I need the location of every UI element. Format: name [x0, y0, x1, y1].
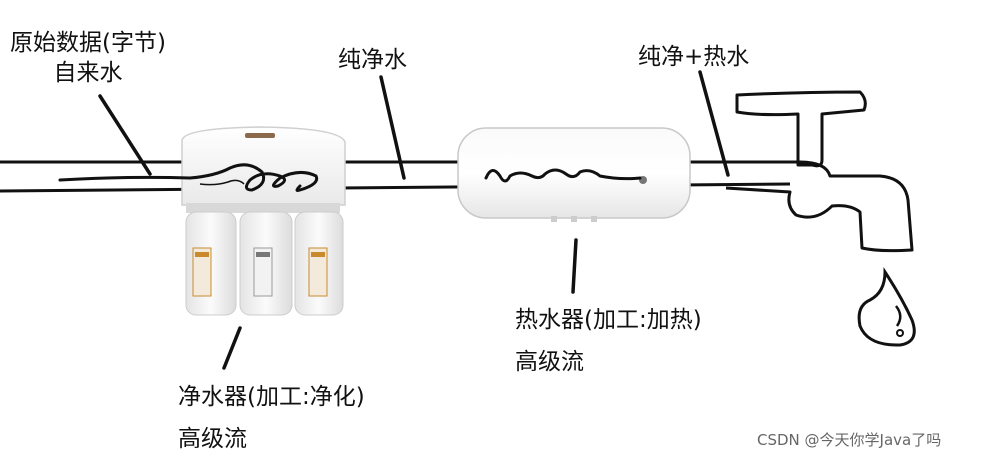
heater-tank — [458, 128, 690, 218]
watermark: CSDN @今天你学Java了吗 — [757, 430, 941, 450]
faucet-spout — [726, 162, 912, 251]
water-drop — [859, 272, 914, 345]
purifier-hood — [182, 127, 345, 205]
purifier-badge — [245, 133, 275, 138]
source-label: 原始数据(字节) 自来水 — [10, 28, 166, 88]
pure-hot-water-label: 纯净+热水 — [638, 42, 749, 72]
leader-purifier — [224, 328, 240, 368]
heater-pipe-stub-2 — [571, 216, 577, 222]
source-label-line1: 原始数据(字节) — [10, 28, 166, 58]
drop-highlight-dot — [897, 330, 903, 336]
leader-heater — [573, 240, 576, 292]
purifier-name: 净水器(加工:净化) — [178, 382, 365, 412]
source-label-line2: 自来水 — [10, 58, 166, 88]
pure-water-label: 纯净水 — [338, 45, 407, 75]
faucet-drawing — [726, 92, 914, 345]
heater-label: 热水器(加工:加热) 高级流 — [515, 305, 702, 377]
filter-cartridge-2 — [240, 212, 292, 315]
purifier-label: 净水器(加工:净化) 高级流 — [178, 382, 365, 454]
drop-highlight — [896, 306, 900, 326]
heater-pipe-stub-3 — [591, 216, 597, 222]
filter-cartridge-1 — [186, 212, 236, 315]
heater-pipe-stub-1 — [551, 216, 557, 222]
heater-name: 热水器(加工:加热) — [515, 305, 702, 335]
water-purifier — [60, 127, 345, 315]
leader-pure-hot-water — [700, 72, 728, 175]
purifier-type: 高级流 — [178, 424, 365, 454]
water-heater — [458, 128, 690, 222]
filter-cartridge-3 — [295, 212, 343, 315]
faucet-handle — [737, 92, 865, 166]
heater-type: 高级流 — [515, 347, 702, 377]
